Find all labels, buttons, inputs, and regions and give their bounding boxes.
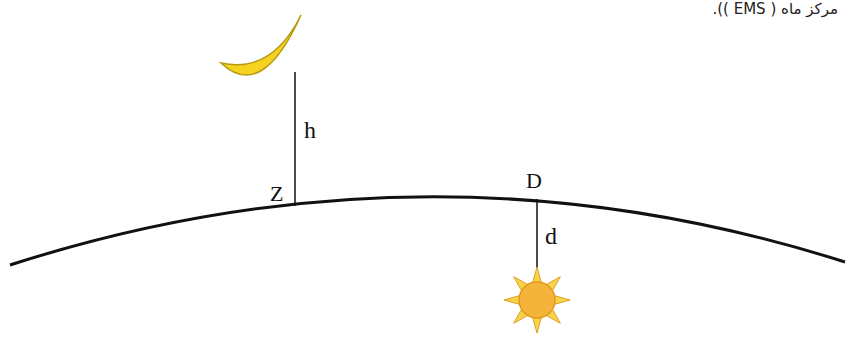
sun-symbol: [504, 267, 570, 333]
sun-ray: [532, 267, 541, 284]
depth-line: [536, 199, 538, 268]
depth-label: d: [545, 224, 557, 248]
height-line: [294, 72, 296, 206]
sun-core: [519, 282, 555, 318]
earth-surface: [10, 197, 845, 265]
note-text: مرکز ماه ( EMS )).: [712, 2, 838, 17]
sun-ray: [532, 316, 541, 333]
point-label: Z: [270, 183, 283, 205]
sun-ray: [553, 295, 570, 304]
point-label: D: [526, 170, 542, 192]
height-label: h: [304, 118, 316, 142]
crescent-moon: [221, 15, 301, 75]
sun-ray: [504, 295, 521, 304]
